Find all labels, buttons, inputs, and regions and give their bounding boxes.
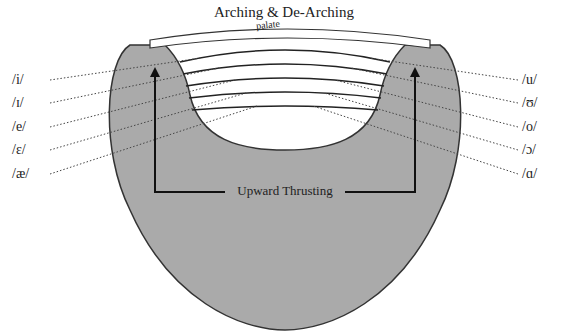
tongue-shape — [109, 45, 460, 330]
vowel-label: /ɔ/ — [522, 142, 536, 157]
palate-band — [150, 29, 430, 48]
vowel-label: /i/ — [12, 72, 24, 87]
arch-lines — [180, 50, 390, 110]
vowel-label: /ɑ/ — [522, 166, 537, 181]
vowel-label: /ɛ/ — [12, 142, 26, 157]
vowel-label: /u/ — [522, 72, 537, 87]
vowel-label: /o/ — [522, 119, 537, 134]
process-label: Upward Thrusting — [234, 184, 335, 198]
diagram-title: Arching & De-Arching — [214, 4, 354, 21]
vowel-label: /æ/ — [12, 166, 29, 181]
vowel-label: /e/ — [12, 119, 26, 134]
leader-lines — [50, 58, 518, 174]
vowel-label: /ʊ/ — [522, 95, 537, 110]
vowel-label: /ɪ/ — [12, 95, 24, 110]
thrust-arrows — [155, 72, 415, 192]
